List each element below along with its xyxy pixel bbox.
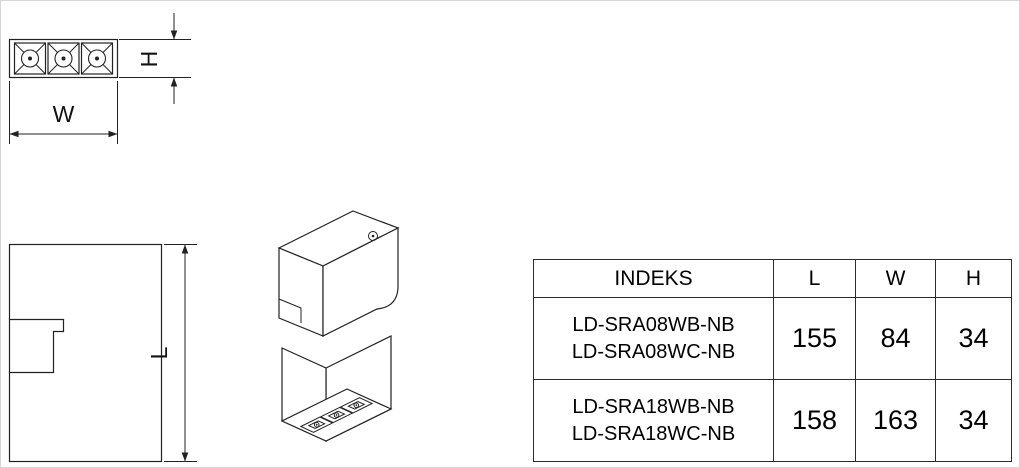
screw-icon xyxy=(368,231,378,241)
isometric-view-drawing xyxy=(277,210,400,442)
led-cell xyxy=(299,416,334,433)
top-view-drawing: H W xyxy=(8,13,191,144)
value-h: 34 xyxy=(935,297,1012,380)
width-dimension-label: W xyxy=(53,101,75,127)
col-header-w: W xyxy=(855,259,936,298)
upper-box xyxy=(277,210,400,337)
indeks-cell: LD-SRA18WB-NB LD-SRA18WC-NB xyxy=(533,379,774,462)
col-header-indeks: INDEKS xyxy=(533,259,774,298)
col-header-l: L xyxy=(773,259,856,298)
value-w: 84 xyxy=(855,297,936,380)
spec-table-header-row: INDEKS L W H xyxy=(533,259,1012,298)
led-cell xyxy=(13,42,47,75)
led-cell xyxy=(80,42,114,75)
led-cell xyxy=(339,397,374,414)
length-dimension-label: L xyxy=(146,346,172,359)
indeks-code: LD-SRA18WB-NB xyxy=(572,395,735,418)
indeks-code: LD-SRA08WB-NB xyxy=(572,313,735,336)
value-h: 34 xyxy=(935,379,1012,462)
length-dimension: L xyxy=(146,244,197,462)
value-l: 155 xyxy=(773,297,856,380)
value-w: 163 xyxy=(855,379,936,462)
indeks-code: LD-SRA18WC-NB xyxy=(571,422,736,445)
height-dimension: H xyxy=(119,13,191,104)
fixture-top-view xyxy=(8,38,119,79)
indeks-code: LD-SRA08WC-NB xyxy=(571,340,736,363)
led-cell xyxy=(319,406,354,424)
indeks-cell: LD-SRA08WB-NB LD-SRA08WC-NB xyxy=(533,297,774,380)
spec-table: INDEKS L W H LD-SRA08WB-NB LD-SRA08WC-NB… xyxy=(533,259,1012,462)
table-row: LD-SRA18WB-NB LD-SRA18WC-NB 158 163 34 xyxy=(533,379,1012,462)
width-dimension: W xyxy=(9,81,118,144)
side-view-drawing: L xyxy=(8,243,197,463)
value-l: 158 xyxy=(773,379,856,462)
lower-box xyxy=(280,335,393,442)
led-cell xyxy=(47,42,80,75)
fixture-side-profile xyxy=(8,243,163,463)
height-dimension-label: H xyxy=(136,51,162,68)
table-row: LD-SRA08WB-NB LD-SRA08WC-NB 155 84 34 xyxy=(533,297,1012,380)
col-header-h: H xyxy=(935,259,1012,298)
